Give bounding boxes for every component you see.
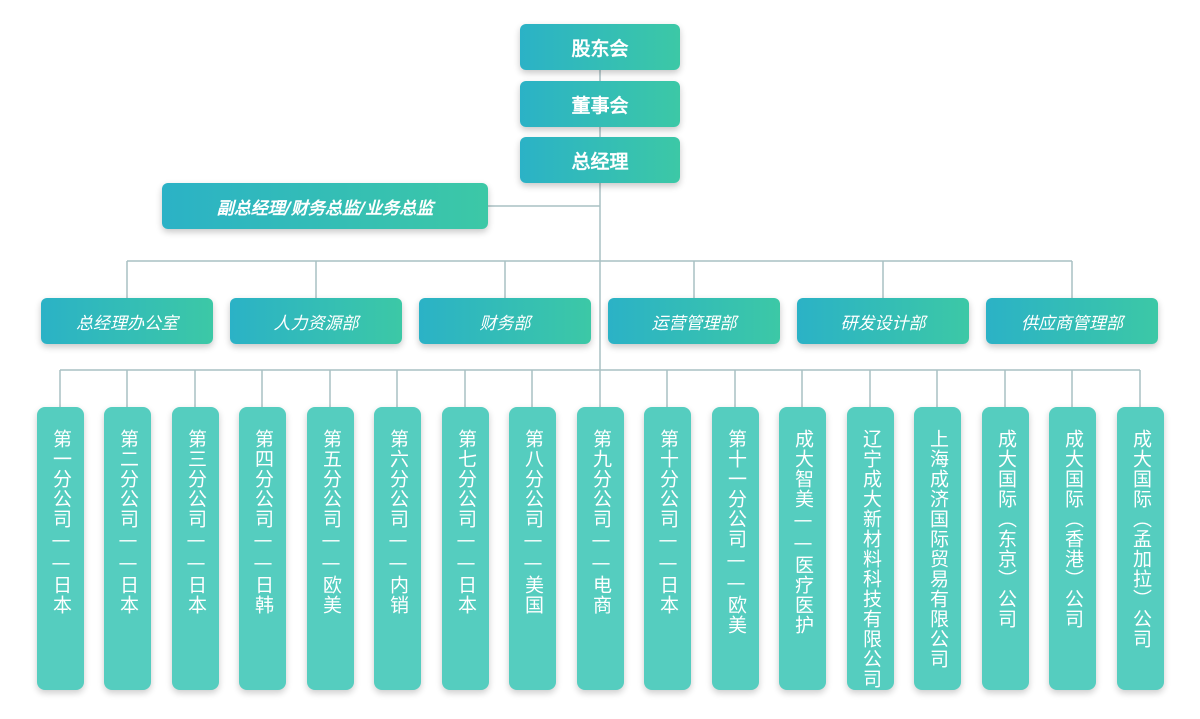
subsidiary-box: 第一分公司——日本 [37,407,84,690]
subsidiary-label: 第四分公司——日韩 [252,429,274,615]
board-of-directors-box: 董事会 [520,81,680,127]
dept-gm-office: 总经理办公室 [41,298,213,344]
subsidiary-label: 上海成济国际贸易有限公司 [927,429,949,669]
subsidiary-box: 第九分公司——电商 [577,407,624,690]
subsidiary-box: 第十一分公司——欧美 [712,407,759,690]
subsidiary-box: 成大国际（孟加拉）公司 [1117,407,1164,690]
subsidiary-label: 成大国际（东京）公司 [995,429,1017,629]
subsidiary-box: 第八分公司——美国 [509,407,556,690]
subsidiary-box: 第十分公司——日本 [644,407,691,690]
subsidiary-label: 第六分公司——内销 [387,429,409,615]
subsidiary-label: 第十一分公司——欧美 [725,429,747,635]
subsidiary-box: 第三分公司——日本 [172,407,219,690]
dept-rnd-design: 研发设计部 [797,298,969,344]
general-manager-box: 总经理 [520,137,680,183]
subsidiary-label: 成大国际（香港）公司 [1062,429,1084,629]
subsidiary-label: 第八分公司——美国 [522,429,544,615]
deputy-managers-box: 副总经理/财务总监/业务总监 [162,183,488,229]
dept-supplier-management: 供应商管理部 [986,298,1158,344]
dept-finance: 财务部 [419,298,591,344]
subsidiary-box: 辽宁成大新材料科技有限公司 [847,407,894,690]
subsidiary-label: 辽宁成大新材料科技有限公司 [860,429,882,689]
subsidiary-box: 第二分公司——日本 [104,407,151,690]
subsidiary-label: 第二分公司——日本 [117,429,139,615]
subsidiary-box: 上海成济国际贸易有限公司 [914,407,961,690]
subsidiary-box: 第四分公司——日韩 [239,407,286,690]
shareholders-meeting-box: 股东会 [520,24,680,70]
dept-hr: 人力资源部 [230,298,402,344]
subsidiary-box: 成大智美——医疗医护 [779,407,826,690]
dept-operations: 运营管理部 [608,298,780,344]
subsidiary-label: 成大智美——医疗医护 [792,429,814,635]
subsidiary-box: 成大国际（香港）公司 [1049,407,1096,690]
subsidiary-box: 第七分公司——日本 [442,407,489,690]
subsidiary-label: 第五分公司——欧美 [320,429,342,615]
subsidiary-label: 第十分公司——日本 [657,429,679,615]
subsidiary-label: 第三分公司——日本 [185,429,207,615]
subsidiary-box: 第五分公司——欧美 [307,407,354,690]
subsidiary-box: 第六分公司——内销 [374,407,421,690]
subsidiary-label: 成大国际（孟加拉）公司 [1130,429,1152,649]
subsidiary-label: 第一分公司——日本 [50,429,72,615]
subsidiary-box: 成大国际（东京）公司 [982,407,1029,690]
subsidiary-label: 第七分公司——日本 [455,429,477,615]
subsidiary-label: 第九分公司——电商 [590,429,612,615]
